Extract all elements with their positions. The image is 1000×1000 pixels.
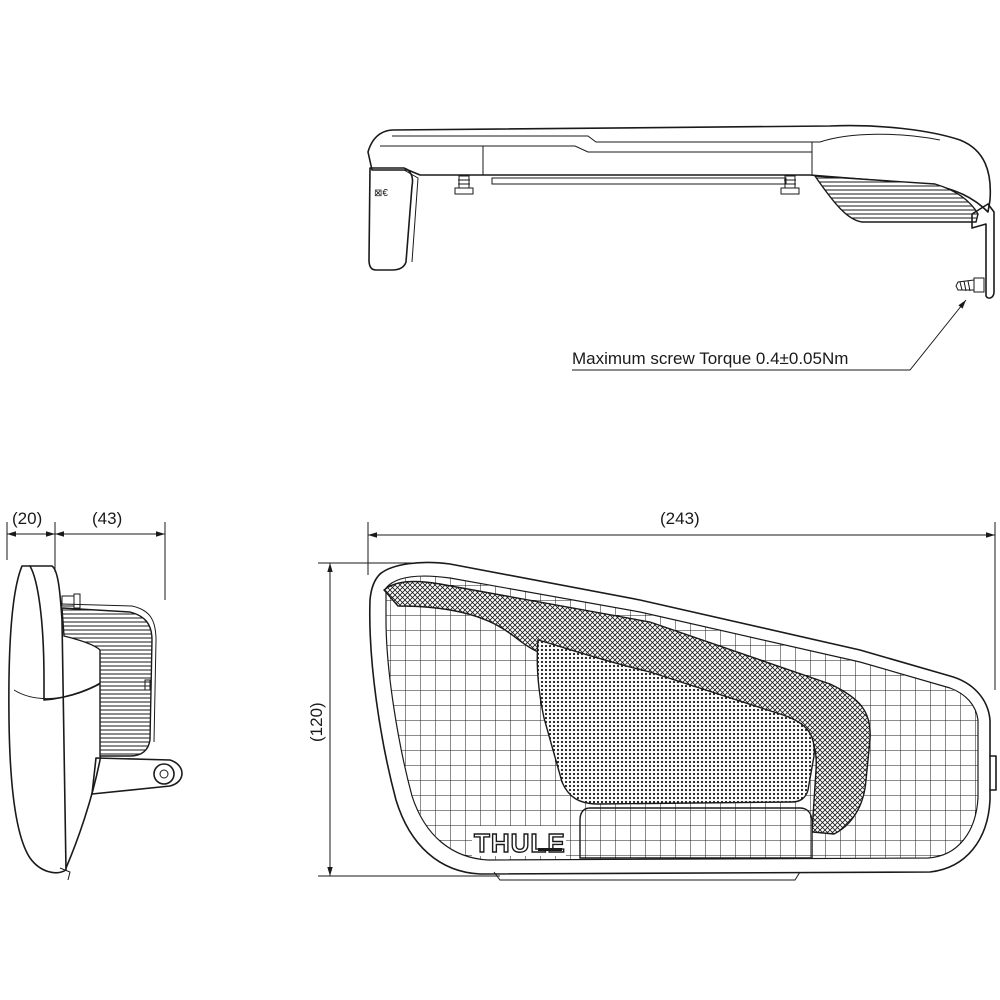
side-dim-label-a: (20)	[12, 509, 42, 528]
side-bracket-slot	[144, 679, 151, 691]
top-cover-ridge	[392, 133, 941, 143]
side-bracket-outline	[61, 603, 157, 743]
side-housing	[8, 565, 67, 874]
side-view: (20) (43)	[6, 509, 183, 881]
thule-logo: THULE	[474, 828, 566, 858]
front-base-strip	[493, 871, 801, 881]
top-foot-left	[454, 175, 474, 195]
side-vent-ribs	[61, 607, 153, 757]
side-dim-label-b: (43)	[92, 509, 122, 528]
top-vent-ribs	[813, 175, 979, 223]
torque-leader-line	[572, 299, 967, 371]
side-mount-plate	[91, 757, 183, 795]
top-cover-body	[367, 124, 992, 213]
front-mesh-band	[383, 580, 871, 835]
top-screw-icon	[955, 277, 985, 293]
side-screw-icon	[61, 593, 81, 609]
top-left-end-cap	[368, 167, 414, 271]
top-rail	[491, 177, 787, 185]
front-bottom-panel	[579, 807, 813, 859]
front-side-tab	[989, 755, 997, 791]
top-foot-right	[780, 175, 800, 195]
logo-underline	[538, 848, 562, 851]
torque-note: Maximum screw Torque 0.4±0.05Nm	[572, 349, 848, 368]
front-vent-area	[536, 639, 815, 805]
side-housing-edge	[13, 683, 101, 700]
front-dim-height-label: (120)	[307, 702, 326, 742]
front-dim-width-label: (243)	[660, 509, 700, 528]
front-view: (243) (120) THULE	[307, 509, 997, 881]
front-housing-outer	[368, 561, 991, 875]
side-knob-icon	[153, 763, 175, 785]
top-left-end-inner	[403, 169, 419, 263]
top-cover-edge	[380, 145, 812, 153]
side-foot	[59, 867, 71, 881]
ce-mark: ⊠€	[374, 188, 388, 199]
top-wall-bracket	[971, 203, 995, 299]
top-view: ⊠€ Maximum screw Torque 0.4±0.05Nm	[367, 124, 995, 371]
